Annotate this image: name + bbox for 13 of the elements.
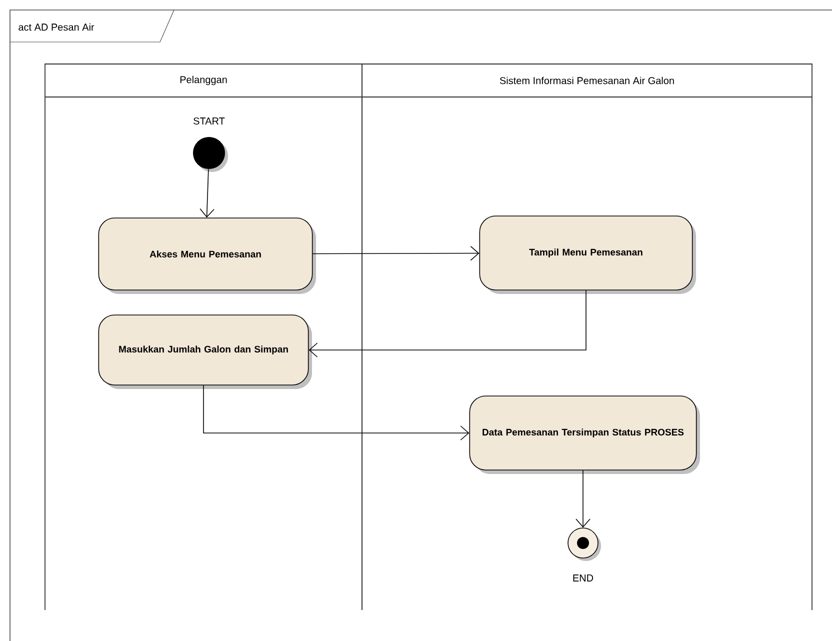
end-node (568, 528, 601, 561)
arrow (200, 168, 214, 218)
arrow (312, 246, 480, 261)
arrow (308, 290, 586, 358)
action-box: Data Pemesanan Tersimpan Status PROSES (469, 396, 700, 474)
action-box: Masukkan Jumlah Galon dan Simpan (98, 314, 312, 389)
action-box: Akses Menu Pemesanan (98, 218, 316, 294)
node-caption: START (194, 117, 225, 125)
node-caption: END (573, 574, 594, 582)
arrow (576, 470, 590, 528)
start-node (193, 137, 228, 172)
arrow (203, 385, 470, 440)
action-box: Tampil Menu Pemesanan (479, 216, 696, 294)
